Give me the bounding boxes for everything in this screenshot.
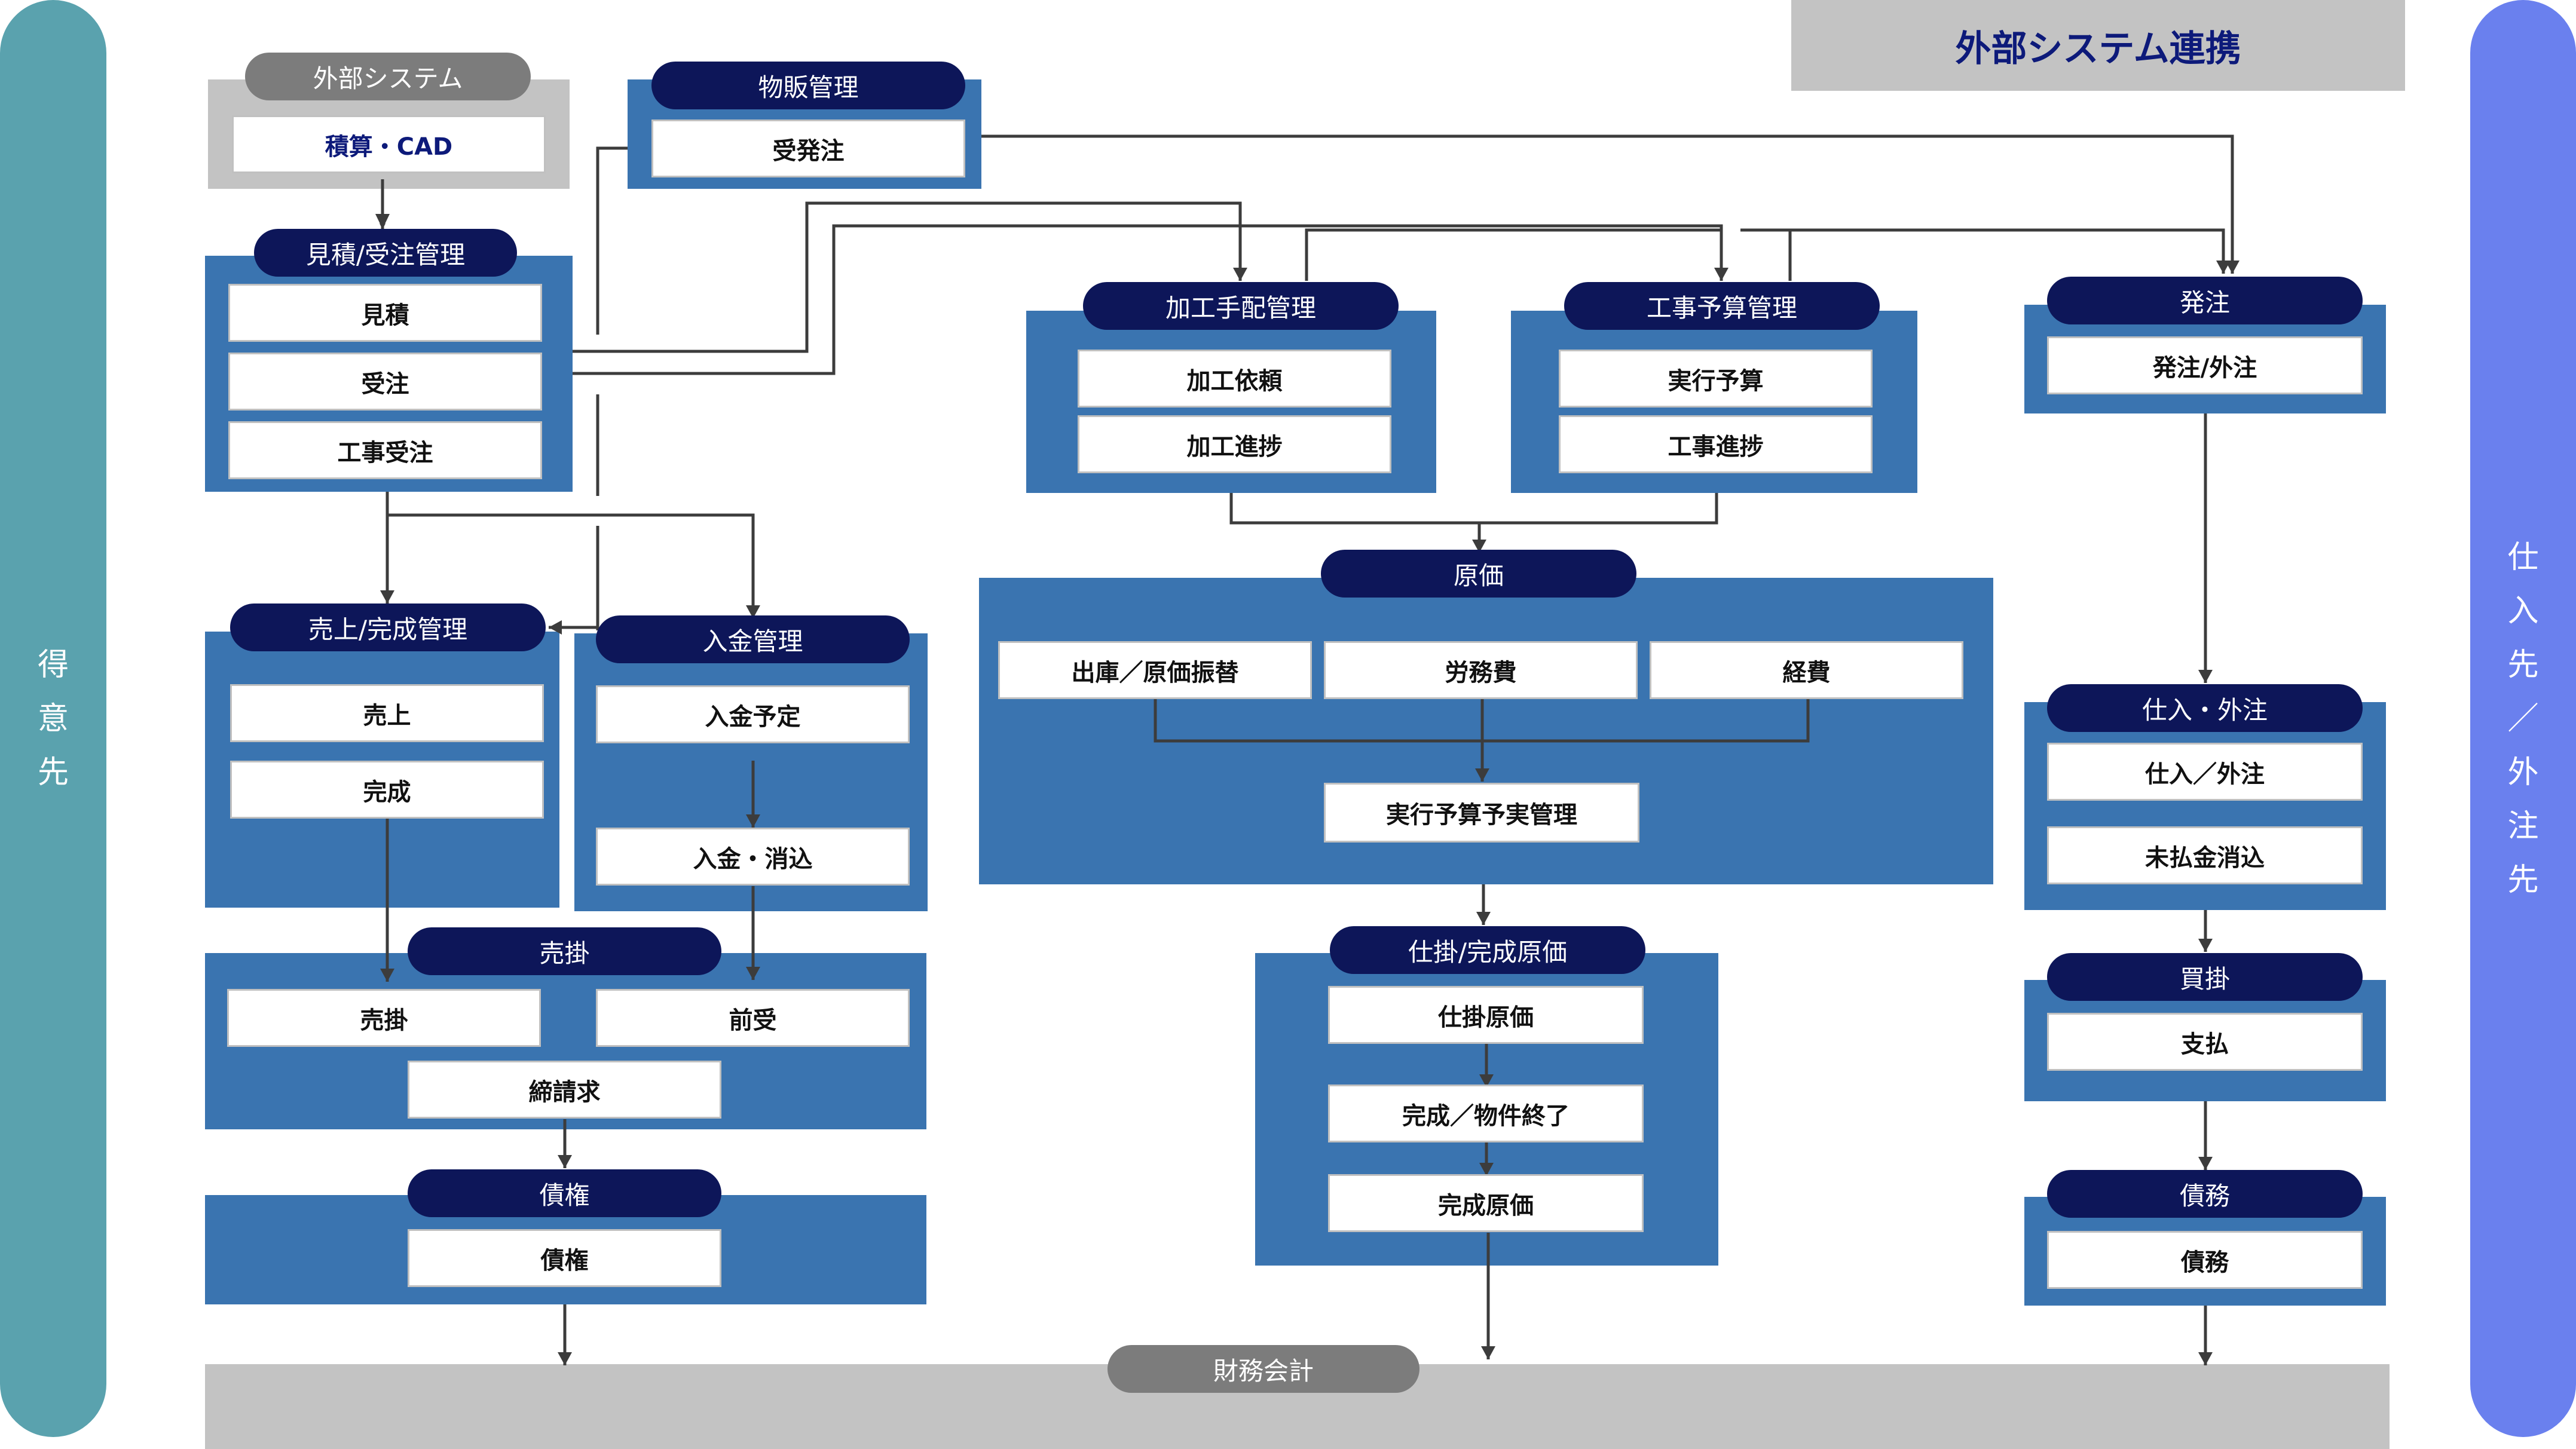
arrow-wip-2 xyxy=(1479,1163,1494,1176)
external-title: 外部システム xyxy=(245,53,531,100)
arrow-to-budget xyxy=(1714,268,1728,281)
processing-progress-item: 加工進捗 xyxy=(1078,415,1391,473)
external-integration-banner: 外部システム連携 xyxy=(1791,0,2405,91)
arrow-complete-to-receivable xyxy=(380,969,394,982)
line-budget-to-order xyxy=(1740,228,2225,274)
expense-item: 経費 xyxy=(1650,641,1963,699)
arrow-to-debt xyxy=(2198,1157,2213,1170)
cost-title: 原価 xyxy=(1321,550,1636,598)
processing-title: 加工手配管理 xyxy=(1083,282,1399,330)
processing-request-item: 加工依頼 xyxy=(1078,350,1391,408)
arrow-wip-1 xyxy=(1479,1074,1494,1087)
line-processing-up xyxy=(1305,228,1720,281)
completion-item: 完成 xyxy=(230,761,544,819)
debt-title: 債務 xyxy=(2047,1170,2363,1218)
labor-cost-item: 労務費 xyxy=(1324,641,1638,699)
arrow-to-budget-actual xyxy=(1475,768,1489,782)
credit-title: 債権 xyxy=(408,1169,721,1217)
execution-budget-item: 実行予算 xyxy=(1559,350,1873,408)
advance-received-item: 前受 xyxy=(596,989,910,1047)
arrow-to-purchase xyxy=(2198,670,2213,683)
payment-title: 入金管理 xyxy=(596,615,910,663)
arrow-to-sales xyxy=(380,590,394,604)
line-estimate-to-budget xyxy=(573,224,1723,375)
construction-progress-item: 工事進捗 xyxy=(1559,415,1873,473)
order-entry-item: 受発注 xyxy=(651,120,965,177)
receivable-title: 売掛 xyxy=(408,927,721,975)
supplier-sidebar: 仕 入 先 ／ 外 注 先 xyxy=(2470,0,2576,1437)
line-processing-to-cost xyxy=(1229,493,1718,525)
supplier-label: 仕 入 先 ／ 外 注 先 xyxy=(2507,539,2539,898)
sales-item: 売上 xyxy=(230,684,544,742)
line-estimate-down xyxy=(386,492,755,618)
budget-actual-item: 実行予算予実管理 xyxy=(1324,783,1639,843)
sales-mgmt-title: 物販管理 xyxy=(651,62,965,109)
completion-cost-item: 完成原価 xyxy=(1328,1174,1644,1232)
arrow-to-payable xyxy=(2198,939,2213,952)
payable-title: 買掛 xyxy=(2047,953,2363,1001)
issue-cost-transfer-item: 出庫／原価振替 xyxy=(998,641,1312,699)
budget-title: 工事予算管理 xyxy=(1564,282,1880,330)
arrow-to-payment xyxy=(746,605,760,618)
payment-schedule-item: 入金予定 xyxy=(596,685,910,743)
arrow-to-wip xyxy=(1476,912,1491,925)
purchase-title: 仕入・外注 xyxy=(2047,684,2363,732)
estimate-title: 見積/受注管理 xyxy=(254,229,517,277)
arrow-payment-1 xyxy=(746,814,760,828)
finance-pill: 財務会計 xyxy=(1108,1345,1419,1393)
payout-item: 支払 xyxy=(2047,1013,2363,1071)
arrow-to-order-2 xyxy=(2225,261,2240,274)
arrow-wip-to-finance xyxy=(1481,1346,1495,1359)
estimate-item: 見積 xyxy=(228,284,542,342)
credit-item: 債権 xyxy=(408,1229,721,1287)
arrow-to-credit xyxy=(558,1155,572,1168)
line-order-bus xyxy=(981,134,2234,274)
receivable-item: 売掛 xyxy=(227,989,541,1047)
order-outsource-item: 発注/外注 xyxy=(2047,336,2363,394)
debt-item: 債務 xyxy=(2047,1231,2363,1289)
arrow-payment-to-receivable xyxy=(746,967,760,980)
order-title: 発注 xyxy=(2047,277,2363,324)
line-estimate-to-processing xyxy=(573,201,1242,353)
arrow-cad-to-estimate xyxy=(375,214,390,229)
wip-title: 仕掛/完成原価 xyxy=(1330,926,1645,974)
sales-title: 売上/完成管理 xyxy=(230,604,546,651)
cad-item: 積算・CAD xyxy=(232,115,546,173)
line-sales-mgmt-left xyxy=(596,146,628,335)
customer-sidebar: 得 意 先 xyxy=(0,0,106,1437)
customer-label: 得 意 先 xyxy=(37,647,69,791)
completion-end-item: 完成／物件終了 xyxy=(1328,1085,1644,1142)
arrow-mid-to-sales xyxy=(549,620,562,635)
arrow-credit-to-finance xyxy=(558,1352,572,1365)
construction-order-item: 工事受注 xyxy=(228,421,542,479)
unpaid-clearing-item: 未払金消込 xyxy=(2047,826,2363,884)
wip-cost-item: 仕掛原価 xyxy=(1328,986,1644,1044)
order-received-item: 受注 xyxy=(228,353,542,411)
arrow-to-processing xyxy=(1233,268,1247,281)
purchase-outsource-item: 仕入／外注 xyxy=(2047,743,2363,801)
payment-clearing-item: 入金・消込 xyxy=(596,828,910,886)
closing-invoice-item: 締請求 xyxy=(408,1061,721,1119)
arrow-debt-to-finance xyxy=(2198,1352,2213,1365)
arrow-to-cost xyxy=(1472,540,1486,553)
